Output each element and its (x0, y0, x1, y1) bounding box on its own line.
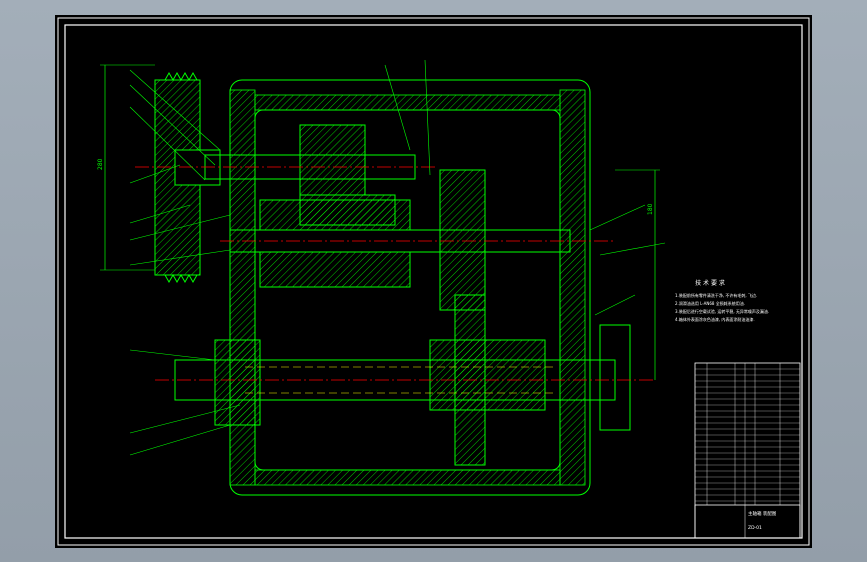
output-shaft (155, 294, 655, 466)
dim-left-height: 280 (97, 158, 104, 170)
housing (229, 79, 591, 496)
tech-req-title: 技 术 要 求 (695, 279, 725, 287)
tech-req-line-3: 3.装配后进行空载试验, 运转平稳, 无异常噪声及漏油. (675, 308, 769, 314)
inner-frame (64, 24, 803, 539)
tech-req-line-1: 1.装配前所有零件清洗干净, 不许有毛刺, 飞边. (675, 292, 757, 298)
title-block-drawing-no: ZD-01 (748, 525, 762, 531)
tech-req-line-4: 4.箱体外表面涂灰色油漆, 内表面涂耐油油漆. (675, 316, 755, 322)
assembly-drawing: 280 180 (57, 17, 810, 546)
tech-req-line-2: 2.润滑油选用 L-AN68 全损耗系统用油. (675, 300, 745, 306)
drawing-sheet: 280 180 (55, 15, 812, 548)
dim-right-height: 180 (647, 203, 654, 215)
parts-list-rows (695, 368, 800, 502)
callout-leaders (129, 59, 666, 456)
parts-list: 主轴箱 装配图 ZD-01 (694, 362, 801, 539)
outer-frame (57, 17, 810, 546)
middle-shaft (220, 169, 615, 311)
title-block-name: 主轴箱 装配图 (748, 510, 777, 517)
pulley (154, 71, 221, 284)
technical-requirements: 技 术 要 求 1.装配前所有零件清洗干净, 不许有毛刺, 飞边. 2.润滑油选… (675, 279, 769, 322)
dimensions: 280 180 (97, 64, 660, 380)
